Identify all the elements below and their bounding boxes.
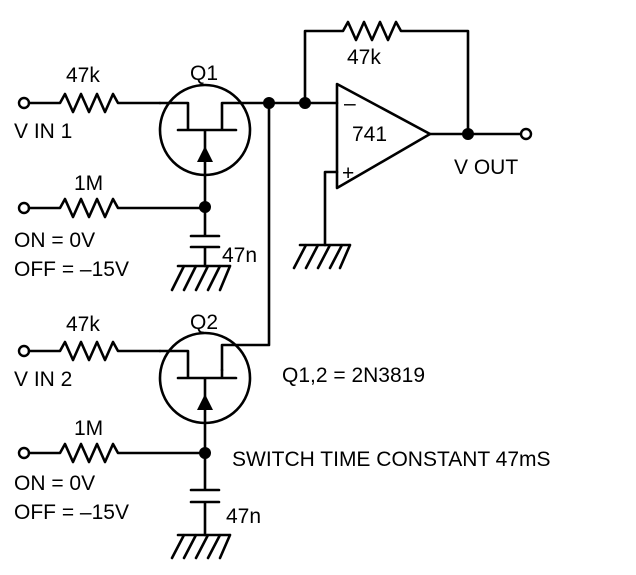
r-in1-resistor <box>27 92 162 114</box>
summing-bus <box>220 101 271 372</box>
ctrl1-terminal[interactable] <box>17 201 31 215</box>
opamp-741 <box>335 82 432 190</box>
junction-ctrl1 <box>199 201 211 213</box>
r-feedback-resistor <box>303 20 470 136</box>
part-note: Q1,2 = 2N3819 <box>282 364 425 387</box>
opamp-label: 741 <box>352 123 387 146</box>
on1-label: ON = 0V <box>14 229 95 252</box>
opamp-plus: + <box>342 162 354 185</box>
r-feedback-label: 47k <box>347 46 381 69</box>
q1-label: Q1 <box>190 62 218 85</box>
ground-c2 <box>170 533 232 560</box>
r-in1-label: 47k <box>66 64 100 87</box>
opamp-minus: – <box>344 92 356 115</box>
off1-label: OFF = –15V <box>14 258 129 281</box>
r-in2-label: 47k <box>66 313 100 336</box>
r-ctrl2-label: 1M <box>74 417 103 440</box>
r-ctrl1-label: 1M <box>74 172 103 195</box>
junction-out <box>462 128 474 140</box>
r-in2-resistor <box>27 340 162 362</box>
vin1-label: V IN 1 <box>14 120 72 143</box>
q2-jfet <box>158 331 252 460</box>
c1-capacitor <box>189 208 221 268</box>
c1-label: 47n <box>222 244 257 267</box>
q2-label: Q2 <box>190 311 218 334</box>
c2-label: 47n <box>226 505 261 528</box>
vin2-label: V IN 2 <box>14 368 72 391</box>
vout-label: V OUT <box>454 156 518 179</box>
ctrl2-terminal[interactable] <box>17 446 31 460</box>
switch-note: SWITCH TIME CONSTANT 47mS <box>232 448 551 471</box>
vout-terminal[interactable] <box>519 127 533 141</box>
junction-ctrl2 <box>199 447 211 459</box>
vin1-terminal[interactable] <box>17 96 31 110</box>
ground-c1 <box>170 264 232 292</box>
c2-capacitor <box>189 456 221 537</box>
r-ctrl1-resistor <box>27 197 207 219</box>
ground-opamp <box>292 243 352 270</box>
off2-label: OFF = –15V <box>14 501 129 524</box>
vin2-terminal[interactable] <box>17 344 31 358</box>
opamp-wiring <box>303 101 339 247</box>
q1-jfet <box>158 83 307 212</box>
junction-bus <box>263 97 275 109</box>
r-ctrl2-resistor <box>27 442 207 464</box>
on2-label: ON = 0V <box>14 472 95 495</box>
